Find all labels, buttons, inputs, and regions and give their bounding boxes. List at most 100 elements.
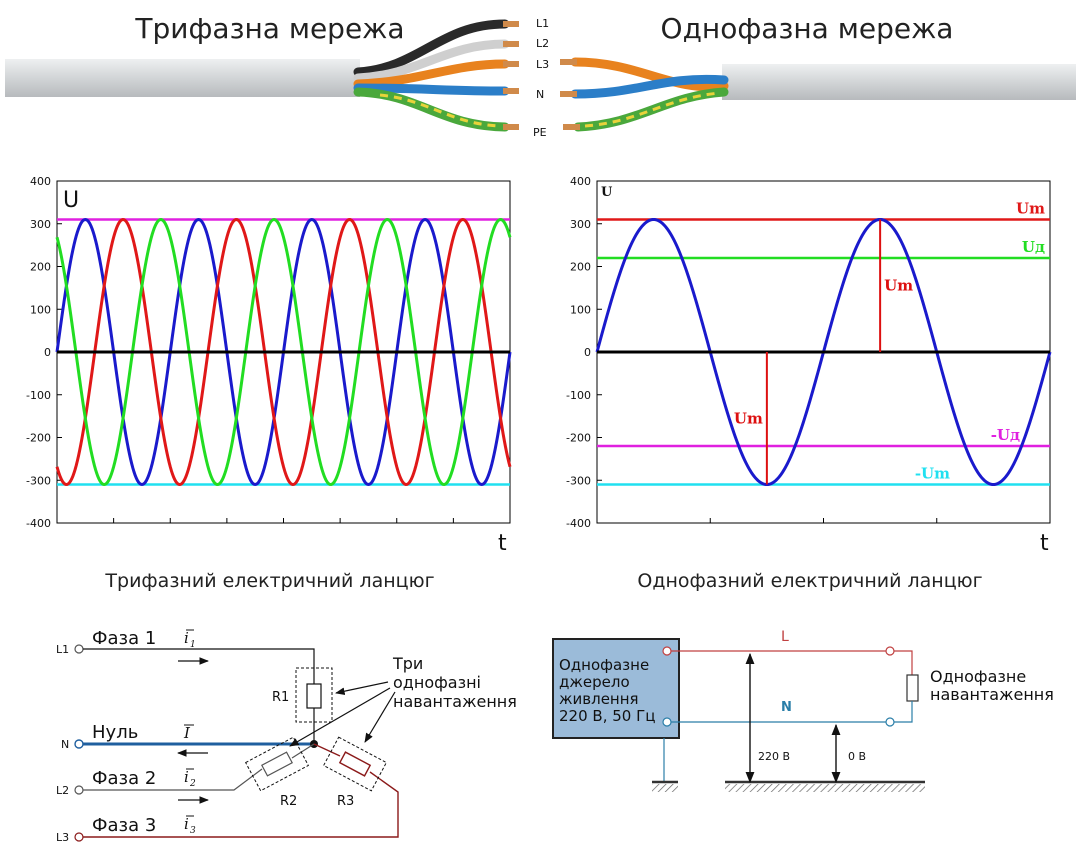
terminal-label-l1: L1 [56,643,69,656]
terminal-label-n: N [61,738,69,751]
current-i2-sub: 2 [189,779,196,789]
current-i-neutral: I [183,724,191,742]
title-single-phase-network: Однофазна мережа [661,12,954,45]
label-phase3: Фаза 3 [92,815,156,836]
wire-l3 [353,59,510,89]
y-tick-label: -200 [26,432,51,445]
pointer-r1 [335,681,389,695]
title-three-phase-network: Трифазна мережа [134,12,404,45]
um-annotation-positive: Um [884,277,913,295]
power-source-box [552,638,680,739]
terminal-l2 [74,785,84,795]
wire-n [353,83,510,96]
terminal-label-l3: L3 [56,831,69,844]
load-line1: Однофазне [930,667,1026,686]
wire-phase1 [83,648,315,684]
resistor-r2-group [244,736,310,792]
loads-note-line2: однофазні [393,673,481,692]
wire-pe-right [573,87,729,132]
chart2-x-ticks [709,518,938,523]
title-three-phase-circuit: Трифазний електричний ланцюг [104,570,434,592]
pointer-r3 [364,691,396,743]
current-i3-sub: 3 [190,826,196,836]
level-label: Um [1016,199,1045,217]
y-tick-label: 200 [30,261,51,274]
label-l: L [781,629,789,645]
chart2-y-axis-label: U [601,185,613,200]
current-i1: i [184,629,189,647]
current-i1-sub: 1 [190,640,196,650]
label-r3: R3 [337,794,354,809]
wire-label-l2: L2 [536,37,549,50]
level-label: -Um [915,465,950,483]
chart2-series [595,217,1052,487]
y-tick-label: -400 [566,517,591,530]
terminal-l1 [74,644,84,654]
resistor-r2 [261,751,293,777]
chart1-series [55,217,512,487]
copper-tips-right [560,59,580,130]
wire-l1 [353,19,510,77]
terminal-label-l2: L2 [56,784,69,797]
current-i3: i [184,815,189,833]
voltage-0-label: 0 В [848,750,866,763]
title-single-phase-circuit: Однофазний електричний ланцюг [637,570,982,592]
resistor-r3-group [322,736,388,792]
load-line2: навантаження [930,685,1054,704]
cable-jacket-left [5,59,360,97]
y-tick-label: 100 [570,303,591,316]
load-resistor [906,674,919,702]
label-phase1: Фаза 1 [92,628,156,649]
wire-label-n: N [536,88,544,101]
voltage-220-label: 220 В [758,750,790,763]
y-tick-label: -100 [566,389,591,402]
wire-label-l3: L3 [536,58,549,71]
y-tick-label: 100 [30,303,51,316]
single-phase-cable [560,57,1076,132]
y-tick-label: -300 [566,474,591,487]
level-label: -Uд [991,426,1020,444]
y-tick-label: -400 [26,517,51,530]
single-phase-schematic: Однофазне джерело живлення 220 В, 50 Гц … [552,629,1054,792]
y-tick-label: -200 [566,432,591,445]
wire-labels: L1 L2 L3 N PE [533,17,549,139]
wire-phase3 [83,771,399,838]
y-tick-label: 0 [584,346,591,359]
terminal-load-n [885,717,895,727]
pointer-r2 [289,687,391,747]
y-tick-label: 300 [30,218,51,231]
wire-label-l1: L1 [536,17,549,30]
loads-note-line3: навантаження [393,692,517,711]
source-line2: джерело [559,673,630,691]
wire-label-pe: PE [533,126,547,139]
chart1-x-axis-label: t [498,531,507,556]
r2-dashed-box [244,736,310,792]
wire-n-right [570,74,729,99]
y-tick-label: 0 [44,346,51,359]
wire-l2 [353,39,510,83]
source-line4: 220 В, 50 Гц [559,707,655,725]
wire-pe [353,87,510,132]
copper-tips-left [503,21,519,130]
y-tick-label: 200 [570,261,591,274]
chart1-y-axis-label: U [63,188,79,213]
loads-note-line1: Три [392,654,423,673]
y-tick-label: 400 [30,175,51,188]
um-annotation-negative: Um [734,409,763,427]
chart2-x-axis-label: t [1040,531,1049,556]
label-phase2: Фаза 2 [92,768,156,789]
label-n: N [781,700,792,715]
label-neutral: Нуль [92,722,138,743]
y-tick-label: 300 [570,218,591,231]
cable-jacket-right [722,64,1076,100]
source-line1: Однофазне [559,656,649,674]
terminal-l3 [74,832,84,842]
level-label: Uд [1022,238,1045,256]
source-line3: живлення [559,690,639,708]
current-i2: i [184,768,189,786]
y-tick-label: -300 [26,474,51,487]
